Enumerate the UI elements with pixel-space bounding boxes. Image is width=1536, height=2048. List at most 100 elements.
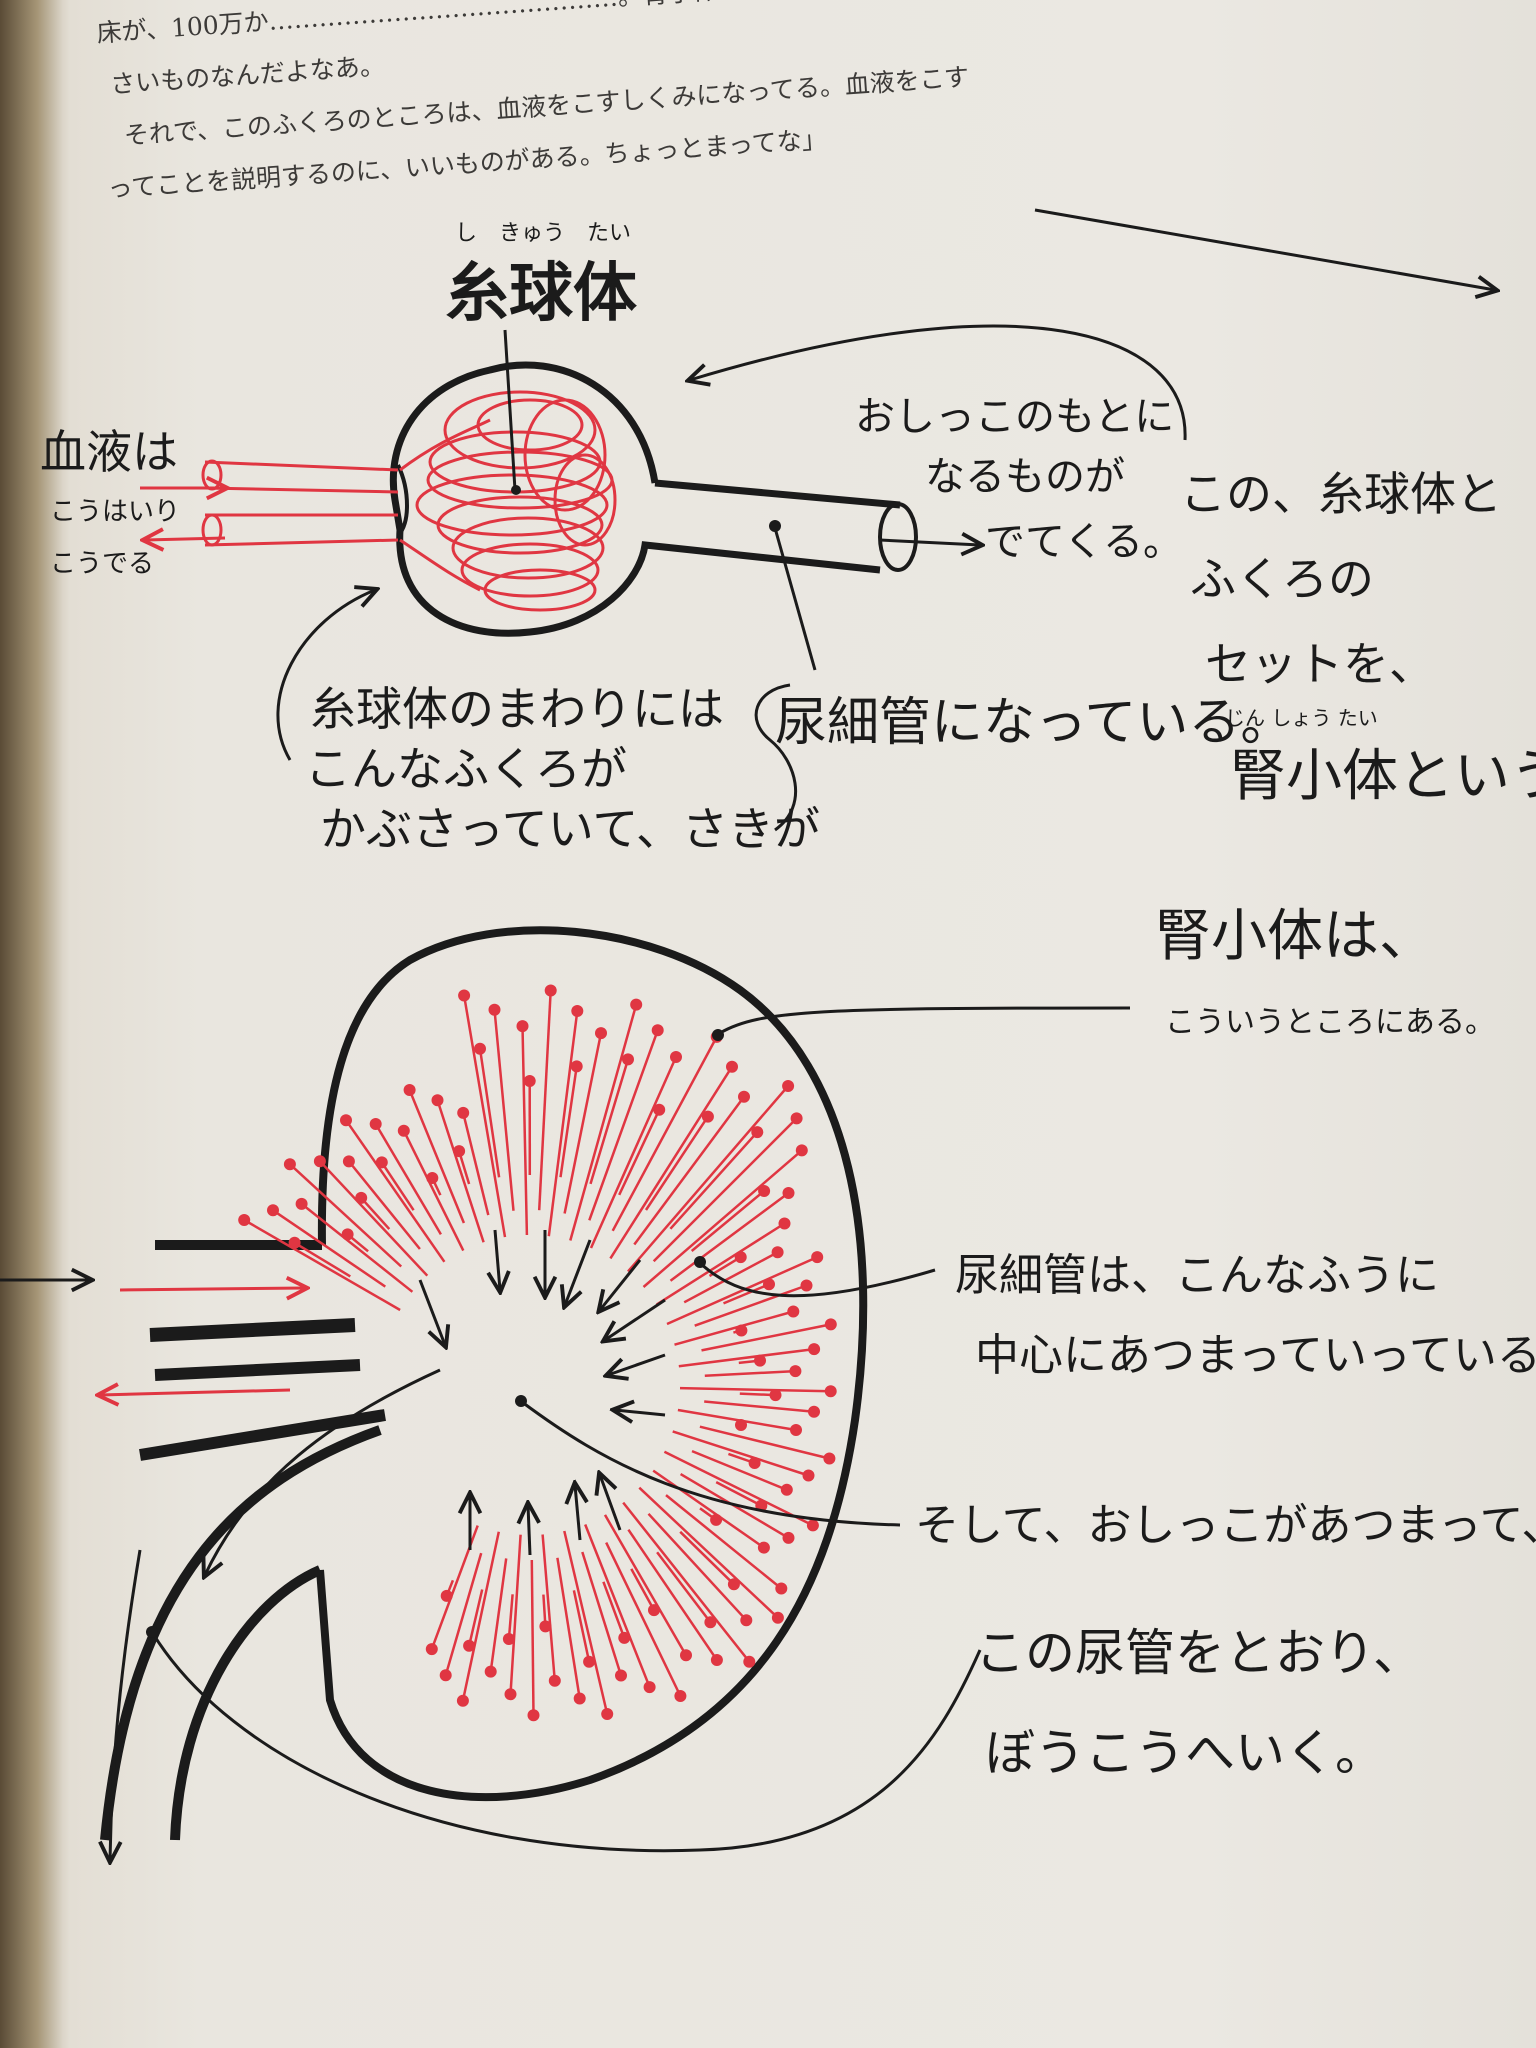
renal-corpuscle-dot xyxy=(474,1042,486,1055)
tubule-line xyxy=(677,1408,797,1432)
renal-corpuscle-dot xyxy=(780,1483,793,1496)
renal-corpuscle-dot xyxy=(453,1145,466,1158)
hilum-flow-arrow xyxy=(205,1368,441,1575)
tubule-line xyxy=(666,1255,818,1326)
tubule-line xyxy=(541,1534,557,1681)
tubule-line xyxy=(436,1099,485,1243)
renal-corpuscle-dot xyxy=(704,1616,717,1629)
renal-corpuscle-dot xyxy=(440,1589,453,1602)
urine-source-1: おしっこのもとに xyxy=(855,394,1174,440)
furigana-glomerulus: し きゅう たい xyxy=(455,221,631,246)
renal-corpuscle-dot xyxy=(771,1611,784,1624)
glomerulus-title: 糸球体 xyxy=(445,257,637,331)
renal-corpuscle-dot xyxy=(397,1124,410,1137)
tubule-line xyxy=(622,1501,751,1663)
renal-corpuscle-dot xyxy=(457,1106,470,1119)
tubule-opening xyxy=(878,502,918,572)
urine-source-2: なるものが xyxy=(925,454,1125,500)
tubule-line xyxy=(347,1160,421,1250)
brace-curve xyxy=(754,683,798,832)
renal-corpuscle-dot xyxy=(757,1541,770,1554)
renal-corpuscle-dot xyxy=(544,984,557,997)
renal-corpuscle-dot xyxy=(782,1531,795,1544)
tubule-line xyxy=(559,1066,578,1178)
renal-corpuscle-dot xyxy=(670,1051,682,1063)
renal-corpuscle-dot xyxy=(710,1513,723,1526)
ureter-text-2: ぼうこうへいく。 xyxy=(985,1724,1385,1782)
tubule-line xyxy=(627,1528,718,1661)
renal-corpuscle-dot xyxy=(790,1424,802,1436)
tubule-line xyxy=(408,1089,466,1224)
tubule-line xyxy=(694,1284,807,1327)
tubule-line xyxy=(602,1581,626,1639)
renal-location-pointer xyxy=(719,1006,1131,1035)
renal-corpuscle-dot xyxy=(375,1156,388,1169)
renal-corpuscle-dot xyxy=(823,1452,836,1465)
renal-corpuscle-dot xyxy=(539,1620,552,1633)
set-text-4: 腎小体という。 xyxy=(1230,744,1536,809)
tubule-line xyxy=(521,1026,529,1236)
renal-corpuscle-dot xyxy=(775,1582,788,1595)
renal-corpuscle-dot xyxy=(735,1419,747,1431)
renal-corpuscle-dot xyxy=(295,1197,308,1210)
tubule-line xyxy=(318,1160,429,1277)
renal-vessel-bar-2 xyxy=(149,1318,356,1342)
capsule-entry-bar xyxy=(396,464,409,537)
ureter-outer xyxy=(100,1425,382,1841)
tubule-line xyxy=(603,1514,688,1656)
renal-corpuscle-dot xyxy=(548,1674,561,1687)
renal-corpuscle-dot xyxy=(710,1654,723,1666)
renal-corpuscle-dot xyxy=(651,1024,664,1037)
tubule-line xyxy=(589,1056,678,1249)
renal-corpuscle-dot xyxy=(313,1155,326,1168)
tubule-line xyxy=(678,1347,815,1368)
tubule-line xyxy=(467,1589,484,1647)
renal-corpuscle-dot xyxy=(583,1655,596,1668)
renal-corpuscle-dot xyxy=(795,1144,808,1157)
renal-corpuscle-dot xyxy=(643,1681,656,1694)
tubule-line xyxy=(493,1009,515,1211)
tubule-line xyxy=(644,1115,709,1211)
blood-label-3: こうでる xyxy=(50,549,154,579)
renal-corpuscle-dot xyxy=(571,1005,584,1017)
tubule-line xyxy=(715,1480,762,1507)
tubule-center-pointer xyxy=(698,1261,936,1298)
renal-corpuscle-dot xyxy=(622,1053,634,1066)
glomerulus-pointer xyxy=(503,329,517,491)
book-spine xyxy=(0,0,62,2048)
tubule-line xyxy=(293,1241,351,1278)
tubule-line xyxy=(656,1551,712,1623)
renal-corpuscle-dot xyxy=(769,1389,782,1402)
tubule-line xyxy=(461,1531,501,1701)
ureter-text-1: この尿管をとおり、 xyxy=(975,1624,1423,1682)
tubule-center-1: 尿細管は、こんなふうに xyxy=(955,1250,1439,1301)
tubule-line xyxy=(569,1004,638,1241)
renal-corpuscle-dot xyxy=(763,1278,775,1291)
renal-corpuscle-dot xyxy=(701,1110,714,1123)
tubule-line xyxy=(655,1222,786,1306)
renal-vessel-bar-3 xyxy=(154,1359,361,1381)
renal-corpuscle-dot xyxy=(488,1003,501,1016)
tubule-line xyxy=(374,1123,442,1236)
renal-corpuscle-dot xyxy=(456,1694,469,1707)
tubule-line xyxy=(507,1594,514,1640)
renal-corpuscle-dot xyxy=(771,1246,784,1259)
renal-location-1: 腎小体は、 xyxy=(1155,904,1435,969)
tubule-line xyxy=(243,1218,401,1312)
tubule-line xyxy=(444,1552,483,1676)
renal-corpuscle-dot xyxy=(680,1649,692,1662)
tubule-line xyxy=(723,1283,770,1305)
renal-corpuscle-dot xyxy=(735,1324,748,1337)
tubule-line xyxy=(588,1029,659,1221)
renal-corpuscle-dot xyxy=(754,1354,766,1367)
renal-corpuscle-dot xyxy=(238,1214,251,1226)
tubule-line xyxy=(547,1010,579,1237)
renal-corpuscle-dot xyxy=(570,1060,583,1073)
set-text-1: この、糸球体と xyxy=(1180,467,1502,521)
renal-corpuscle-dot xyxy=(573,1692,586,1705)
tubule-line xyxy=(609,1066,734,1260)
renal-corpuscle-dot xyxy=(808,1405,820,1418)
tubule-line xyxy=(489,1558,508,1672)
